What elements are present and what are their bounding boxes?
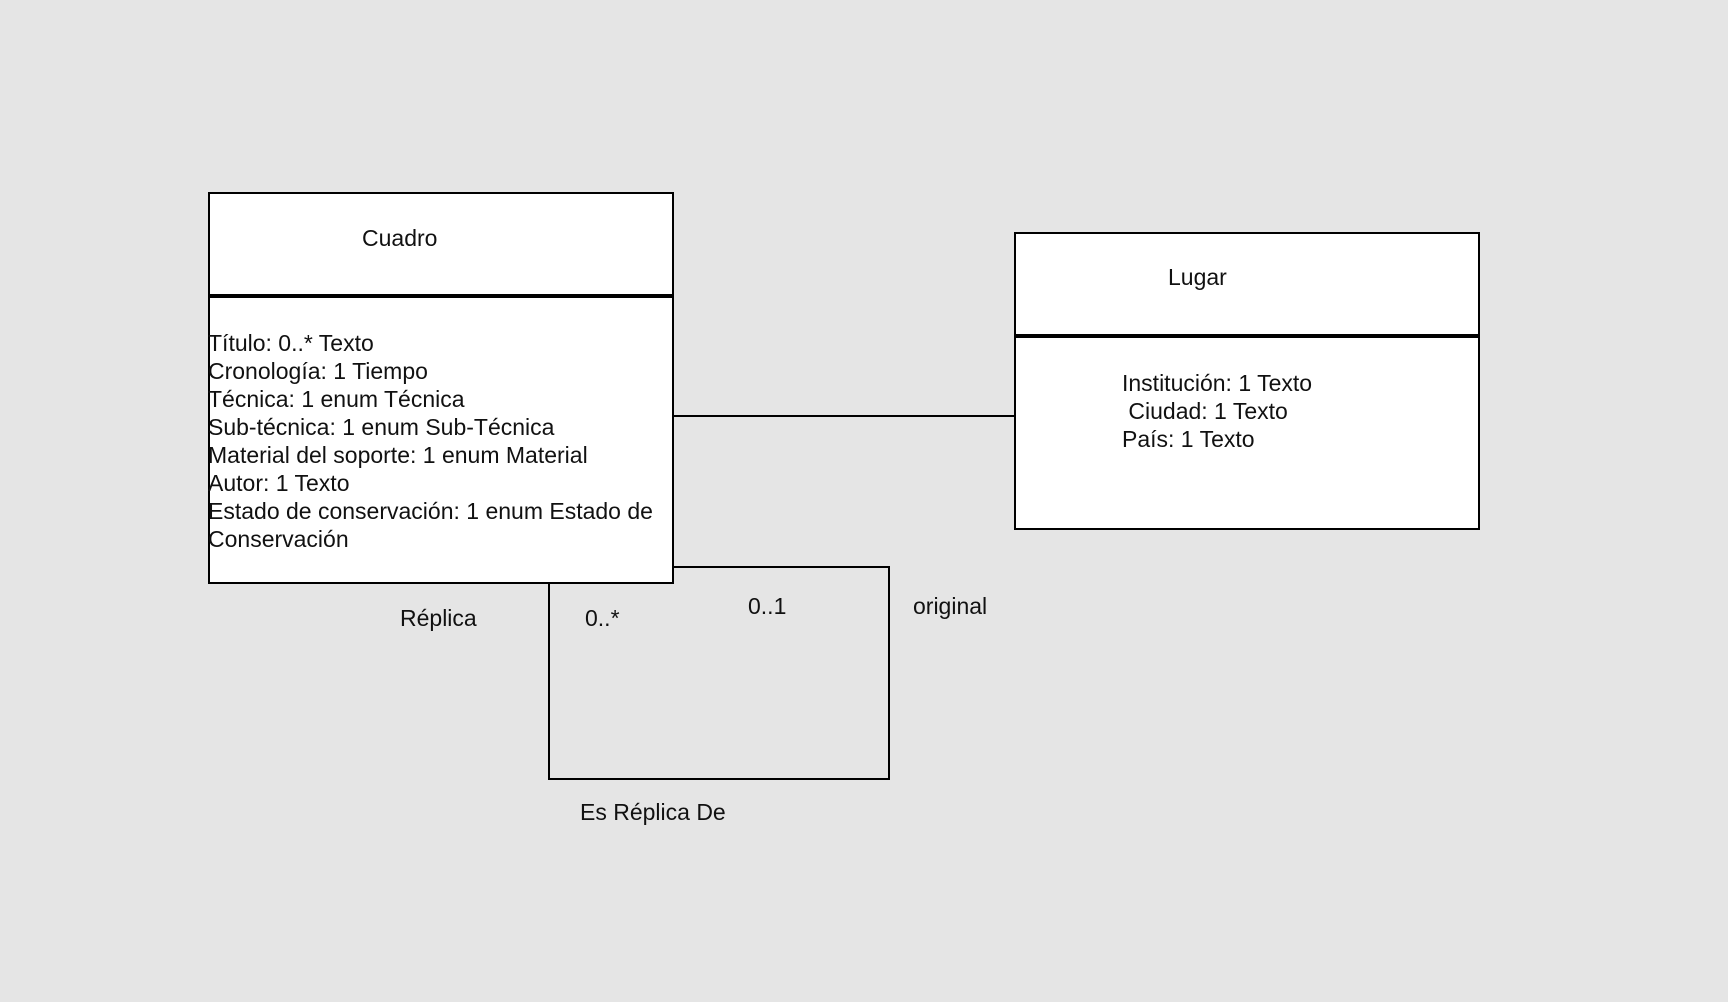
attribute-institucion: Institución: 1 Texto [1122, 370, 1313, 396]
attribute-cronologia: Cronología: 1 Tiempo [208, 358, 428, 384]
class-header-cuadro: Cuadro [210, 194, 672, 298]
attribute-sub-tecnica: Sub-técnica: 1 enum Sub-Técnica [208, 414, 555, 440]
class-name-lugar: Lugar [1168, 264, 1227, 290]
attribute-autor: Autor: 1 Texto [208, 470, 350, 496]
self-association-replica-line [548, 566, 890, 780]
class-name-cuadro: Cuadro [362, 225, 438, 251]
attribute-estado-conservacion: Estado de conservación: 1 enum Estado de… [208, 498, 653, 552]
multiplicity-label-target: 0..1 [748, 593, 787, 619]
attribute-ciudad: Ciudad: 1 Texto [1122, 398, 1288, 424]
attribute-material-soporte: Material del soporte: 1 enum Material [208, 442, 588, 468]
association-name-label: Es Réplica De [580, 799, 726, 825]
class-box-lugar[interactable]: Lugar Institución: 1 Texto Ciudad: 1 Tex… [1014, 232, 1480, 530]
multiplicity-label-source: 0..* [585, 605, 620, 631]
attribute-tecnica: Técnica: 1 enum Técnica [208, 386, 465, 412]
attribute-titulo: Título: 0..* Texto [208, 330, 374, 356]
class-box-cuadro[interactable]: Cuadro Título: 0..* Texto Cronología: 1 … [208, 192, 674, 584]
attribute-pais: País: 1 Texto [1122, 426, 1255, 452]
role-label-replica: Réplica [400, 605, 477, 631]
attribute-list-cuadro: Título: 0..* Texto Cronología: 1 Tiempo … [208, 329, 672, 553]
class-header-lugar: Lugar [1016, 234, 1478, 338]
attribute-list-lugar: Institución: 1 Texto Ciudad: 1 Texto Paí… [1122, 369, 1312, 453]
role-label-original: original [913, 593, 988, 619]
